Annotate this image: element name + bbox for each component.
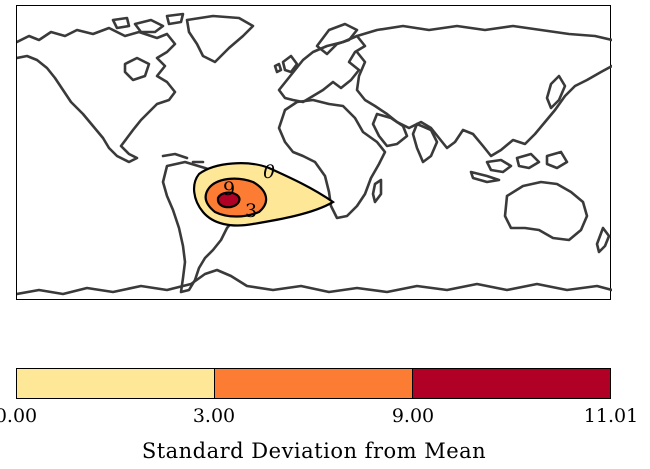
coastline-north-america [17,26,177,164]
coastline-southeast-asia-islands [469,150,569,184]
contour-label-3: 3 [245,200,257,222]
coastline-hudson-bay [123,56,151,82]
coastline-madagascar [371,178,383,204]
coastline-japan [545,74,567,110]
coastline-british-isles [273,54,299,74]
colorbar-tick-2: 9.00 [391,405,435,427]
coastline-scandinavia [315,22,359,56]
map-canvas: 0 3 9 [17,12,612,296]
contour-label-9: 9 [223,178,235,200]
colorbar-tick-3: 11.01 [583,405,639,427]
world-map: 0 3 9 [16,5,612,300]
coastline-asia [355,24,612,158]
colorbar-tick-1: 3.00 [192,405,236,427]
coastline-arabia [371,112,409,148]
coastline-new-zealand [595,226,611,254]
coastline-australia [503,180,589,242]
coastline-antarctica [17,268,612,296]
colorbar [16,368,611,399]
contour-fill-level-9 [216,191,241,209]
colorbar-segment-9-11 [412,369,610,398]
colorbar-segment-3-9 [214,369,412,398]
coastline-africa [277,98,387,220]
colorbar-label: Standard Deviation from Mean [141,439,487,463]
contour-label-0: 0 [263,161,275,183]
coastline-caribbean [161,152,205,164]
coastline-greenland [185,14,255,64]
colorbar-tick-0: 0.00 [0,405,38,427]
coastline-india [411,122,439,164]
coastline-arctic-islands [111,12,185,34]
colorbar-segment-0-3 [17,369,214,398]
